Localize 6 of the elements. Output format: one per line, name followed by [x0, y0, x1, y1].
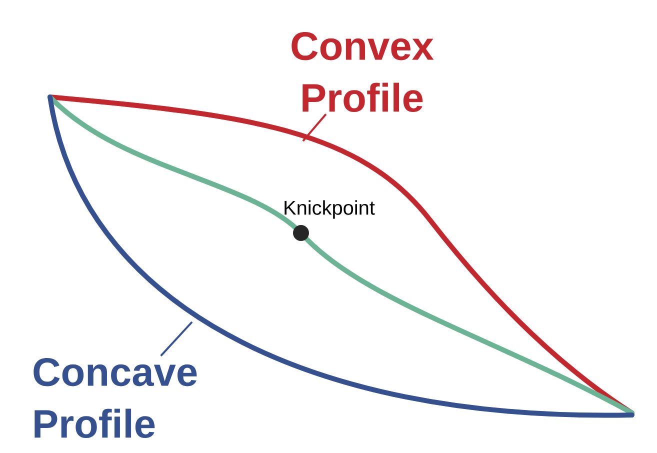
profile-label: Convex Profile: [292, 32, 434, 112]
knickpoint-dot: [293, 225, 309, 241]
knickpoint-label: Knickpoint: [284, 200, 375, 219]
profile-label: Concave Profile: [34, 358, 197, 438]
leader-line: [160, 321, 193, 356]
leader-line: [302, 114, 327, 142]
